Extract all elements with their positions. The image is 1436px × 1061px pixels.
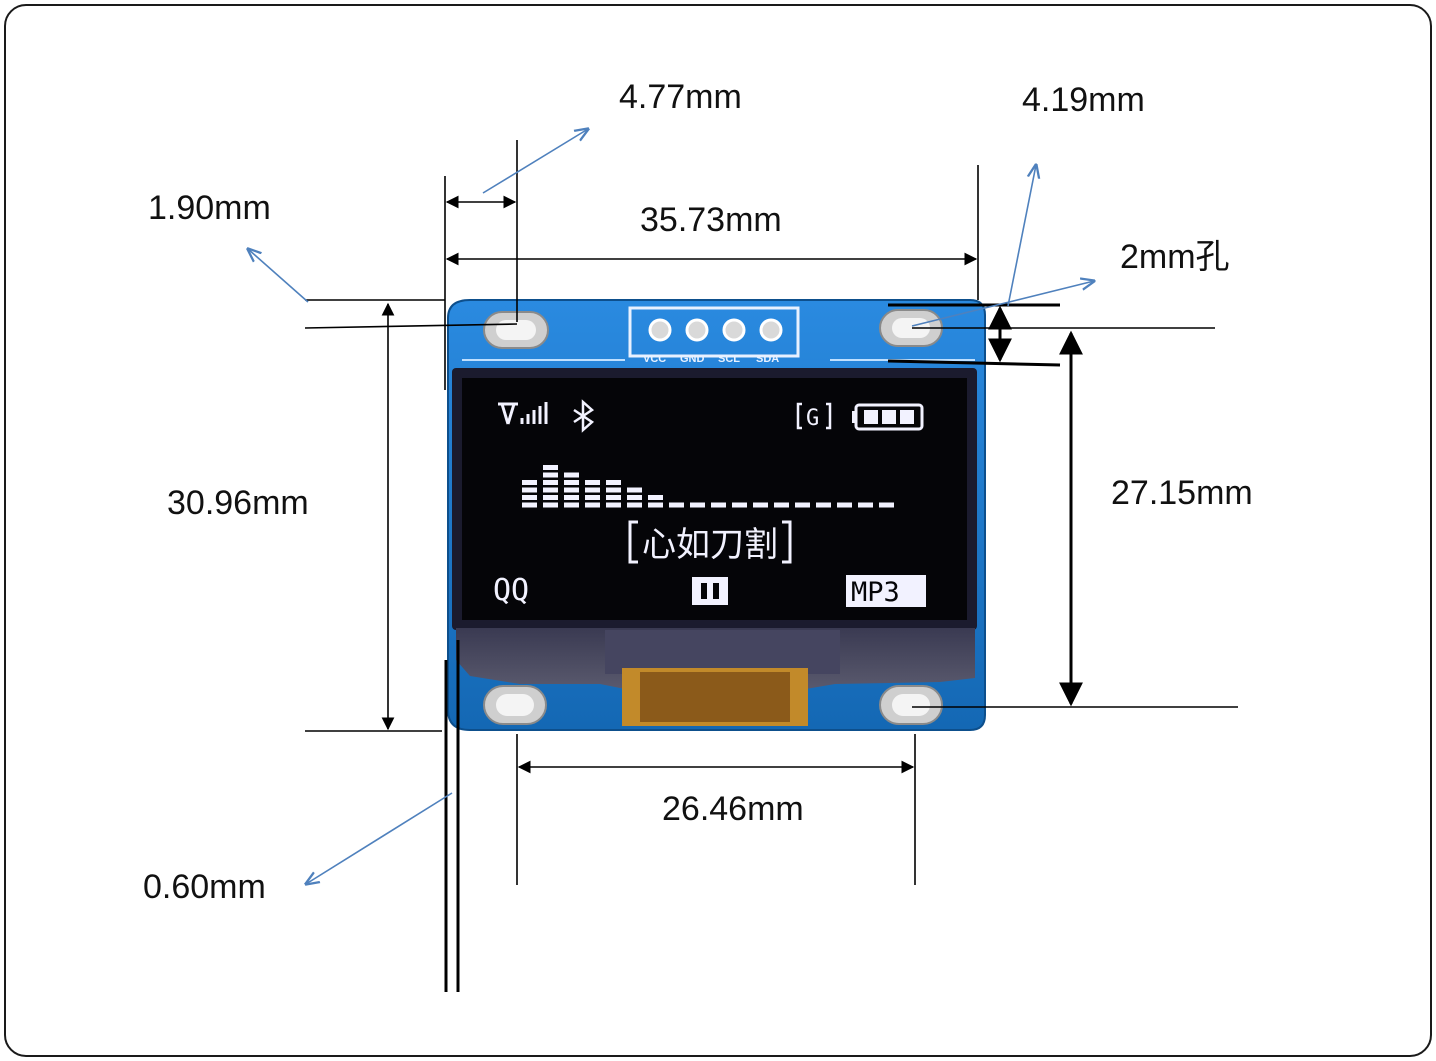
signal-icon bbox=[498, 402, 548, 425]
song-title-box: 心如刀割 bbox=[628, 520, 792, 565]
spectrum-column bbox=[732, 502, 747, 508]
spectrum-segment bbox=[585, 502, 600, 508]
oled-module: VCC GND SCL SDA G bbox=[447, 299, 986, 731]
spectrum-column bbox=[606, 480, 621, 508]
pin-label-vcc: VCC bbox=[643, 353, 666, 365]
label-hole-spacing-bottom: 26.46mm bbox=[662, 790, 804, 828]
spectrum-segment bbox=[585, 480, 600, 485]
spectrum-segment bbox=[606, 487, 621, 493]
spectrum-segment bbox=[795, 502, 810, 508]
song-title: 心如刀割 bbox=[642, 525, 778, 565]
spectrum-column bbox=[711, 502, 726, 508]
mp3-badge: MP3 bbox=[846, 575, 926, 608]
spectrum-segment bbox=[564, 495, 579, 500]
mounting-hole-bottom-left bbox=[483, 685, 547, 725]
pin-header: VCC GND SCL SDA bbox=[628, 306, 800, 365]
spectrum-segment bbox=[690, 502, 705, 508]
spectrum-segment bbox=[543, 465, 558, 470]
label-hole-offset-right: 4.19mm bbox=[1022, 81, 1145, 119]
pin-sda bbox=[759, 318, 783, 342]
spectrum-segment bbox=[564, 480, 579, 485]
pin-label-scl: SCL bbox=[718, 353, 740, 365]
spectrum-segment bbox=[606, 480, 621, 485]
spectrum-segment bbox=[732, 502, 747, 508]
pointer-arrows bbox=[248, 129, 1094, 884]
spectrum-segment bbox=[753, 502, 768, 508]
spectrum-segment bbox=[816, 502, 831, 508]
spectrum-segment bbox=[564, 487, 579, 493]
spectrum-column bbox=[522, 480, 537, 508]
qq-label: QQ bbox=[493, 573, 529, 608]
spectrum-segment bbox=[648, 495, 663, 500]
mounting-hole-bottom-right bbox=[879, 685, 943, 725]
spectrum-segment bbox=[522, 502, 537, 508]
spectrum-column bbox=[837, 502, 852, 508]
spectrum-segment bbox=[543, 480, 558, 485]
label-hole-offset-top: 4.77mm bbox=[619, 78, 742, 116]
network-label: G bbox=[806, 406, 819, 431]
spectrum-segment bbox=[858, 502, 873, 508]
spectrum-segment bbox=[606, 502, 621, 508]
battery-icon bbox=[852, 403, 924, 431]
spectrum-column bbox=[753, 502, 768, 508]
spectrum-segment bbox=[543, 487, 558, 493]
spectrum-column bbox=[879, 502, 894, 508]
spectrum-segment bbox=[648, 502, 663, 508]
pin-scl bbox=[722, 318, 746, 342]
label-hole-spacing-top: 35.73mm bbox=[640, 201, 782, 239]
spectrum-segment bbox=[543, 472, 558, 478]
spectrum-segment bbox=[627, 495, 642, 500]
pin-label-gnd: GND bbox=[680, 353, 705, 365]
network-g-icon: G bbox=[796, 402, 832, 431]
spectrum-column bbox=[774, 502, 789, 508]
driver-ic bbox=[605, 630, 840, 674]
spectrum-segment bbox=[585, 487, 600, 493]
label-edge-offset: 1.90mm bbox=[148, 189, 271, 227]
label-hole-diameter: 2mm孔 bbox=[1120, 238, 1230, 276]
spectrum-segment bbox=[522, 487, 537, 493]
spectrum-segment bbox=[627, 502, 642, 508]
spectrum-column bbox=[795, 502, 810, 508]
spectrum-column bbox=[627, 487, 642, 508]
mp3-label: MP3 bbox=[851, 577, 900, 608]
pause-icon bbox=[692, 577, 728, 605]
spectrum-segment bbox=[711, 502, 726, 508]
spectrum-segment bbox=[669, 502, 684, 508]
spectrum-segment bbox=[543, 502, 558, 508]
spectrum-visualizer bbox=[522, 465, 894, 508]
spectrum-column bbox=[648, 495, 663, 508]
label-board-height: 30.96mm bbox=[167, 484, 309, 522]
spectrum-column bbox=[543, 465, 558, 508]
pin-label-sda: SDA bbox=[756, 353, 779, 365]
pin-vcc bbox=[648, 318, 672, 342]
spectrum-column bbox=[585, 480, 600, 508]
dimension-lines bbox=[304, 140, 1238, 992]
spectrum-segment bbox=[564, 472, 579, 478]
spectrum-segment bbox=[585, 495, 600, 500]
label-board-thickness: 0.60mm bbox=[143, 868, 266, 906]
spectrum-segment bbox=[879, 502, 894, 508]
spectrum-segment bbox=[627, 487, 642, 493]
mounting-hole-top-left bbox=[483, 311, 549, 349]
spectrum-segment bbox=[606, 495, 621, 500]
spectrum-column bbox=[816, 502, 831, 508]
spectrum-column bbox=[690, 502, 705, 508]
spectrum-segment bbox=[543, 495, 558, 500]
label-hole-spacing-vertical: 27.15mm bbox=[1111, 474, 1253, 512]
spectrum-column bbox=[858, 502, 873, 508]
pin-gnd bbox=[685, 318, 709, 342]
bluetooth-icon bbox=[573, 399, 595, 433]
spectrum-column bbox=[564, 472, 579, 508]
spectrum-segment bbox=[564, 502, 579, 508]
spectrum-segment bbox=[774, 502, 789, 508]
spectrum-column bbox=[669, 502, 684, 508]
spectrum-segment bbox=[522, 480, 537, 485]
spectrum-segment bbox=[522, 495, 537, 500]
spectrum-segment bbox=[837, 502, 852, 508]
